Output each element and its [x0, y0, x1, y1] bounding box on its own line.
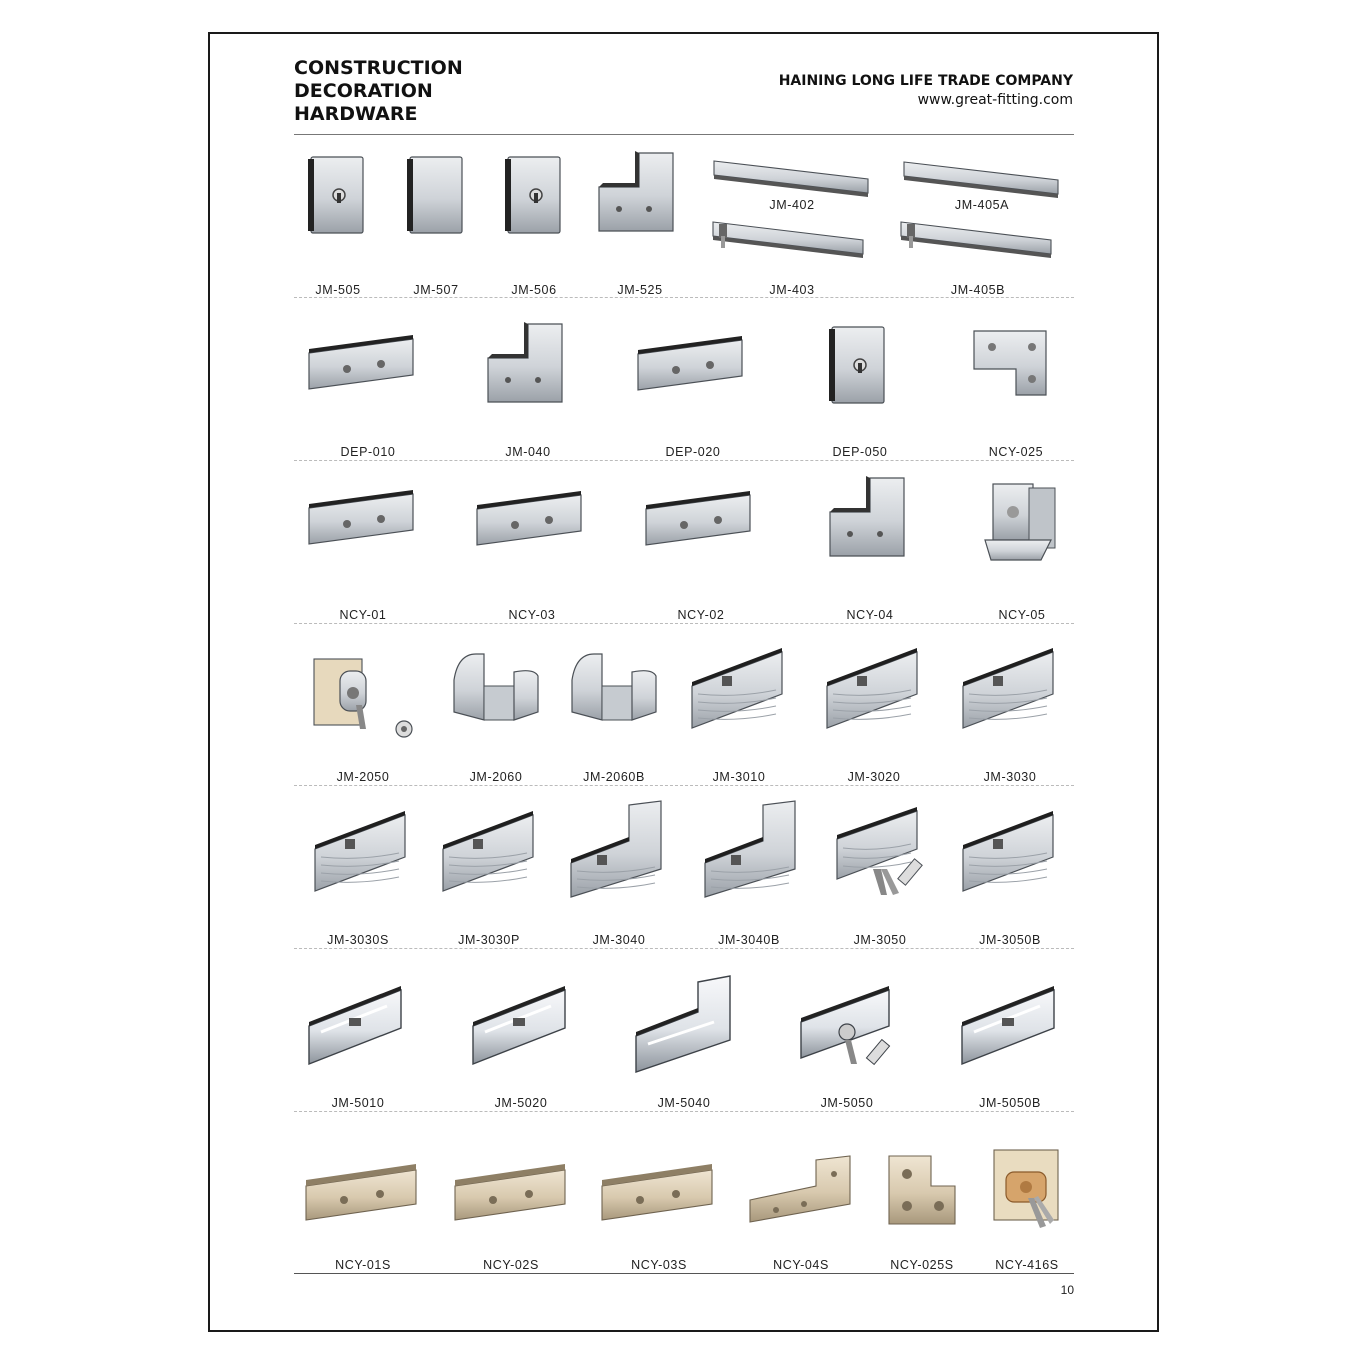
product-code: JM-2050 — [336, 770, 390, 784]
ribbed-patch-icon — [442, 811, 534, 892]
chrome-l-patch-icon — [635, 975, 731, 1073]
ribbed-l-patch-icon — [704, 800, 796, 898]
ribbed-patch-icon — [826, 648, 918, 729]
patch-lock-icon — [829, 326, 885, 404]
title-line: CONSTRUCTION — [294, 57, 463, 79]
patch-plate-icon — [407, 156, 463, 234]
product-code: JM-507 — [413, 283, 459, 297]
product-code: JM-040 — [505, 445, 551, 459]
product-code: NCY-05 — [998, 608, 1046, 622]
footer-divider — [294, 1273, 1074, 1274]
product-code: JM-5040 — [657, 1096, 711, 1110]
patch-fitting-icon — [308, 490, 414, 545]
gold-lock-icon — [993, 1149, 1059, 1228]
product-code: JM-2060 — [469, 770, 523, 784]
product-code: NCY-01S — [335, 1258, 391, 1272]
lock-key-icon — [313, 658, 413, 738]
product-code: NCY-04 — [846, 608, 894, 622]
patch-lock-icon — [308, 156, 364, 234]
ribbed-patch-icon — [691, 648, 783, 729]
product-code: JM-405B — [950, 283, 1006, 297]
product-code: JM-3030P — [458, 933, 520, 947]
rail-lock-icon — [900, 221, 1052, 258]
product-code: JM-3040B — [718, 933, 780, 947]
product-code: JM-3030 — [983, 770, 1037, 784]
ribbed-lock-icon — [836, 807, 923, 895]
product-code: DEP-020 — [665, 445, 721, 459]
rail-lock-icon — [712, 221, 864, 258]
product-code: NCY-025 — [988, 445, 1044, 459]
product-code: JM-3050 — [853, 933, 907, 947]
rail-icon — [903, 161, 1059, 198]
product-code: NCY-02 — [677, 608, 725, 622]
company-name: HAINING LONG LIFE TRADE COMPANY — [778, 73, 1073, 89]
product-code: JM-5050 — [820, 1096, 874, 1110]
patch-fitting-icon — [308, 335, 414, 390]
product-code: NCY-02S — [483, 1258, 539, 1272]
product-code: NCY-025S — [890, 1258, 954, 1272]
chrome-patch-icon — [961, 986, 1055, 1066]
product-code: JM-3010 — [712, 770, 766, 784]
corner-clamp-icon — [973, 330, 1047, 396]
product-code: JM-402 — [769, 198, 815, 212]
l-patch-icon — [829, 476, 905, 557]
u-clamp-icon — [453, 653, 539, 721]
gold-corner-icon — [888, 1155, 956, 1225]
product-code: NCY-03S — [631, 1258, 687, 1272]
product-code: JM-5010 — [331, 1096, 385, 1110]
patch-fitting-icon — [476, 491, 582, 546]
product-code: JM-3040 — [592, 933, 646, 947]
gold-patch-icon — [454, 1164, 566, 1221]
patch-fitting-icon — [637, 336, 743, 391]
glass-clamp-icon — [984, 483, 1056, 561]
u-clamp-icon — [571, 653, 657, 721]
product-code: NCY-04S — [773, 1258, 829, 1272]
product-code: JM-403 — [769, 283, 815, 297]
ribbed-patch-icon — [314, 811, 406, 892]
website-link[interactable]: www.great-fitting.com — [917, 92, 1073, 108]
product-code: NCY-01 — [339, 608, 387, 622]
gold-l-patch-icon — [749, 1155, 851, 1223]
chrome-patch-icon — [472, 986, 566, 1066]
product-code: DEP-010 — [340, 445, 396, 459]
header-divider — [294, 134, 1074, 135]
product-code: JM-506 — [511, 283, 557, 297]
product-code: NCY-416S — [995, 1258, 1059, 1272]
row-divider — [294, 297, 1074, 298]
product-code: JM-525 — [617, 283, 663, 297]
gold-patch-icon — [601, 1164, 713, 1221]
product-code: JM-3020 — [847, 770, 901, 784]
title-line: HARDWARE — [294, 103, 418, 125]
product-code: JM-505 — [315, 283, 361, 297]
product-code: JM-5020 — [494, 1096, 548, 1110]
company-block: HAINING LONG LIFE TRADE COMPANY www.grea… — [779, 72, 1073, 110]
row-divider — [294, 1111, 1074, 1112]
product-code: JM-3050B — [979, 933, 1041, 947]
chrome-patch-icon — [308, 986, 402, 1066]
product-code: DEP-050 — [832, 445, 888, 459]
ribbed-patch-icon — [962, 811, 1054, 892]
row-divider — [294, 623, 1074, 624]
l-patch-icon — [487, 322, 563, 403]
gold-patch-icon — [305, 1164, 417, 1221]
page-number: 10 — [1060, 1283, 1074, 1297]
product-code: JM-5050B — [979, 1096, 1041, 1110]
patch-fitting-icon — [645, 491, 751, 546]
ribbed-patch-icon — [962, 648, 1054, 729]
patch-lock-icon — [505, 156, 561, 234]
product-code: JM-405A — [954, 198, 1010, 212]
product-code: JM-2060B — [583, 770, 645, 784]
l-patch-icon — [598, 151, 674, 232]
ribbed-l-patch-icon — [570, 800, 662, 898]
rail-icon — [713, 160, 869, 197]
product-code: JM-3030S — [327, 933, 389, 947]
product-code: NCY-03 — [508, 608, 556, 622]
catalog-title: CONSTRUCTION DECORATION HARDWARE — [294, 57, 463, 126]
chrome-lock-icon — [800, 986, 891, 1066]
row-divider — [294, 948, 1074, 949]
row-divider — [294, 460, 1074, 461]
row-divider — [294, 785, 1074, 786]
title-line: DECORATION — [294, 80, 433, 102]
